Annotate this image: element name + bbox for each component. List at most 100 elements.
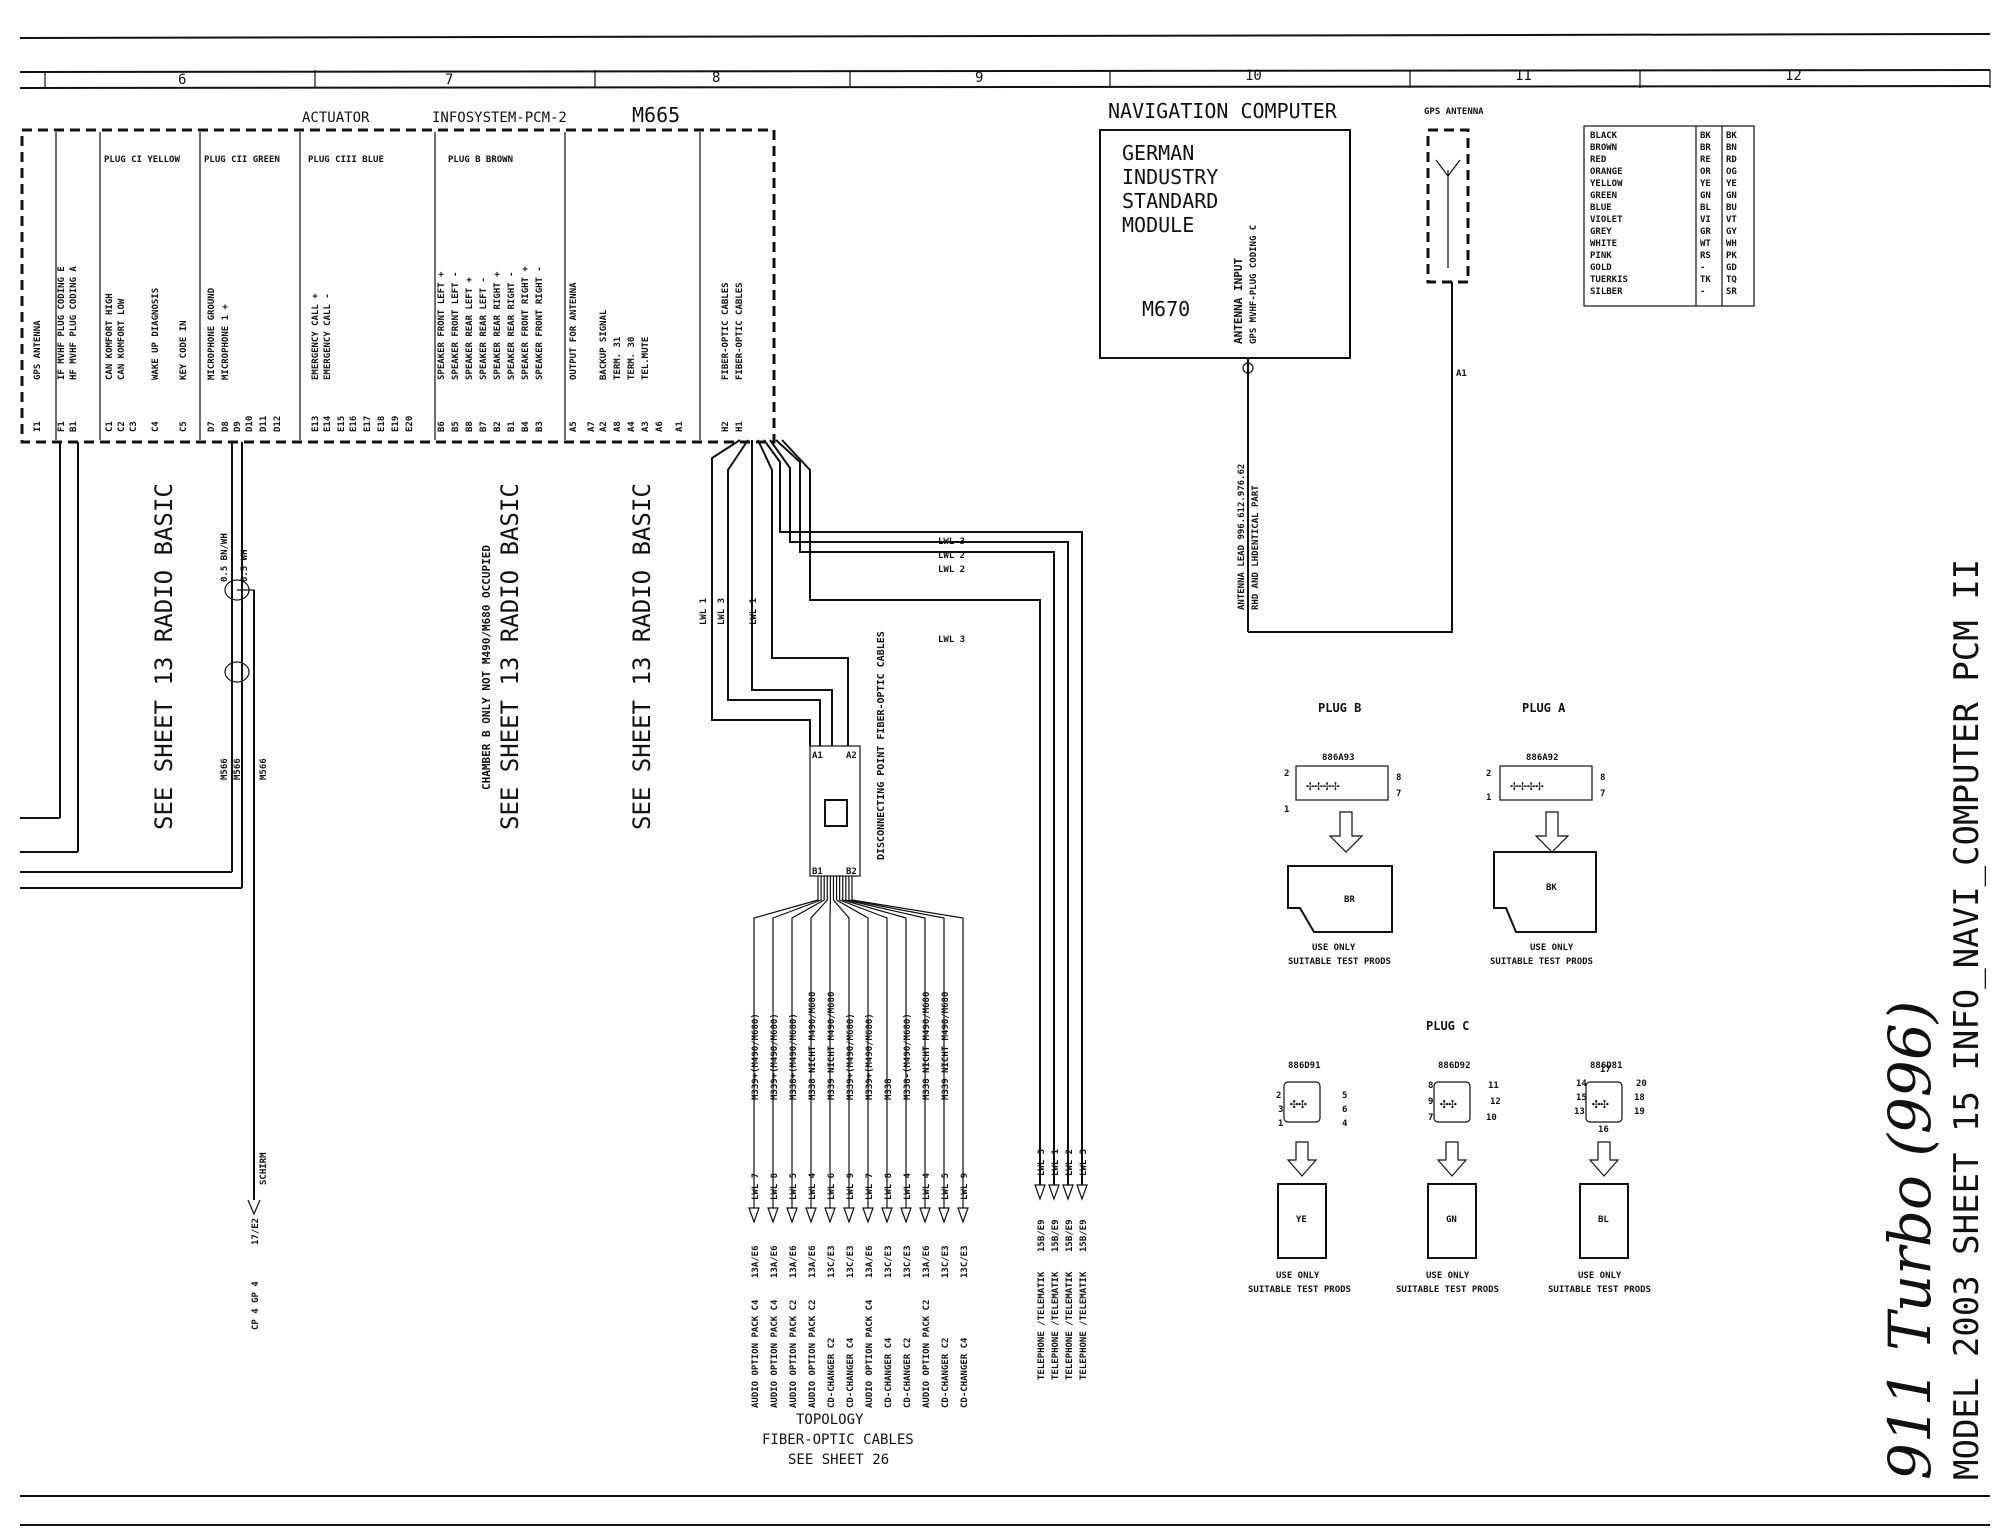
wire-label: M566 bbox=[259, 758, 269, 780]
pin-code: E13 bbox=[311, 416, 321, 432]
fiber-lwl: LWL 7 bbox=[865, 1173, 875, 1200]
fiber-condition: M338 NICHT M490/M680 bbox=[808, 992, 818, 1100]
model-title: MODEL 2003 SHEET 15 INFO_NAVI_COMPUTER P… bbox=[1947, 559, 1987, 1480]
lwl-label: LWL 3 bbox=[717, 598, 727, 625]
pin-code: A6 bbox=[655, 421, 665, 432]
plug-b-note: USE ONLY bbox=[1312, 943, 1356, 953]
legend-cell: BL bbox=[1700, 203, 1711, 213]
pin-code: E18 bbox=[377, 416, 387, 432]
grid-number: 11 bbox=[1515, 68, 1532, 84]
tel-code: 15B/E9 bbox=[1051, 1219, 1061, 1252]
arrow-down-icon bbox=[1286, 1141, 1318, 1177]
plug-c-note: USE ONLY bbox=[1426, 1271, 1470, 1281]
fiber-condition: M339+(M490/M680) bbox=[865, 1013, 875, 1100]
plug-c-note: SUITABLE TEST PRODS bbox=[1548, 1285, 1651, 1295]
fiber-line bbox=[848, 876, 945, 1208]
pin-desc: SPEAKER FRONT LEFT - bbox=[451, 272, 461, 380]
legend-cell: RD bbox=[1726, 155, 1737, 165]
pin-desc: BACKUP SIGNAL bbox=[599, 309, 609, 380]
plug-a-num: 2 bbox=[1486, 769, 1491, 779]
arrow-down-icon bbox=[1534, 811, 1570, 853]
plug-c-num: 12 bbox=[1490, 1097, 1501, 1107]
sheet-frame bbox=[19, 33, 1991, 1526]
mic-dest-code: 17/E2 bbox=[251, 1218, 261, 1245]
connector-marker bbox=[843, 1207, 855, 1224]
fiber-line bbox=[839, 876, 888, 1208]
connector-marker bbox=[919, 1207, 931, 1224]
plug-b-part: 886A93 bbox=[1322, 753, 1355, 763]
plug-b-note: SUITABLE TEST PRODS bbox=[1288, 957, 1391, 967]
pin-code: B4 bbox=[521, 421, 531, 432]
plug-c-note: SUITABLE TEST PRODS bbox=[1248, 1285, 1351, 1295]
tel-lwl: LWL 2 bbox=[1065, 1149, 1075, 1176]
pin-code: B8 bbox=[465, 421, 475, 432]
pcm-module-box bbox=[20, 128, 776, 444]
plug-b-pins: ✢✢✢✢ bbox=[1306, 778, 1340, 794]
wire-label: 0.5 BN/WH bbox=[220, 533, 230, 582]
legend-cell: YE bbox=[1726, 179, 1737, 189]
pin-desc: SPEAKER FRONT RIGHT - bbox=[535, 266, 545, 380]
pin-code: E14 bbox=[323, 415, 333, 432]
pin-desc: KEY CODE IN bbox=[179, 320, 189, 380]
legend-cell: YELLOW bbox=[1590, 179, 1623, 189]
legend-cell: - bbox=[1700, 263, 1705, 273]
plug-c-num: 15 bbox=[1576, 1093, 1587, 1103]
plug-c-num: 18 bbox=[1634, 1093, 1645, 1103]
fiber-fanout bbox=[748, 876, 969, 1224]
pin-code: D7 bbox=[207, 421, 217, 432]
pin-code: A4 bbox=[627, 421, 637, 432]
pin-code: C5 bbox=[179, 421, 189, 432]
pin-desc: GPS ANTENNA bbox=[33, 320, 43, 380]
disconnect-pin: B2 bbox=[846, 867, 857, 877]
plug-a-pins: ✢✢✢✢ bbox=[1510, 778, 1544, 794]
pin-desc: IF MVHF PLUG CODING E bbox=[57, 266, 67, 380]
tel-dest: TELEPHONE /TELEMATIK bbox=[1051, 1271, 1061, 1380]
antenna-lead: ANTENNA LEAD 996.612.976.62 bbox=[1237, 464, 1247, 610]
legend-cell: BK bbox=[1726, 131, 1737, 141]
pin-code: B2 bbox=[493, 421, 503, 432]
nav-m670: M670 bbox=[1142, 297, 1190, 321]
tel-code: 15B/E9 bbox=[1037, 1219, 1047, 1252]
fiber-line bbox=[753, 876, 819, 1208]
fiber-condition: M338-(M490/M680) bbox=[903, 1013, 913, 1100]
plug-c-color: BL bbox=[1598, 1215, 1609, 1225]
tel-dest: TELEPHONE /TELEMATIK bbox=[1037, 1271, 1047, 1380]
fiber-condition: M339+(M490/M680) bbox=[846, 1013, 856, 1100]
plug-c-pins: ✣✣ bbox=[1440, 1096, 1457, 1112]
plug-c-color: GN bbox=[1446, 1215, 1457, 1225]
connector-marker bbox=[786, 1207, 798, 1224]
plug-c-num: 14 bbox=[1576, 1079, 1587, 1089]
chamber-note: CHAMBER B ONLY NOT M490/M680 OCCUPIED bbox=[480, 545, 493, 790]
pin-code: E15 bbox=[337, 416, 347, 432]
pin-code: A3 bbox=[641, 421, 651, 432]
connector-marker bbox=[748, 1207, 760, 1224]
pin-code: E20 bbox=[405, 416, 415, 432]
plug-c-part: 886D81 bbox=[1590, 1061, 1623, 1071]
fiber-lwl: LWL 4 bbox=[903, 1172, 913, 1200]
plug-c-housing bbox=[1427, 1183, 1477, 1259]
disconnect-pin: A2 bbox=[846, 751, 857, 761]
legend-cell: BU bbox=[1726, 203, 1737, 213]
fiber-dest: AUDIO OPTION PACK C4 bbox=[770, 1299, 780, 1408]
fiber-condition: M338 bbox=[884, 1078, 894, 1100]
fiber-dest: CD-CHANGER C2 bbox=[903, 1338, 913, 1408]
fiber-dest: CD-CHANGER C4 bbox=[960, 1337, 970, 1408]
pin-desc: MICROPHONE GROUND bbox=[207, 287, 217, 380]
pin-code: E19 bbox=[391, 416, 401, 432]
pin-code: D11 bbox=[259, 416, 269, 432]
plug-c-face bbox=[1433, 1081, 1471, 1123]
pin-code: H1 bbox=[735, 421, 745, 432]
plug-a-color: BK bbox=[1546, 883, 1557, 893]
pin-code: C2 bbox=[117, 421, 127, 432]
arrow-down-icon bbox=[1588, 1141, 1620, 1177]
grid-number: 10 bbox=[1245, 68, 1262, 84]
legend-cell: PK bbox=[1726, 251, 1737, 261]
gps-antenna-box bbox=[1426, 128, 1470, 284]
plug-ci-label: PLUG CI YELLOW bbox=[104, 155, 180, 165]
fiber-lwl: LWL 9 bbox=[960, 1173, 970, 1200]
see-sheet-note: SEE SHEET 13 RADIO BASIC bbox=[628, 483, 656, 830]
pin-desc: SPEAKER FRONT RIGHT + bbox=[521, 266, 531, 380]
legend-cell: TK bbox=[1700, 275, 1711, 285]
plug-c-part: 886D92 bbox=[1438, 1061, 1471, 1071]
plug-c-housing bbox=[1277, 1183, 1327, 1259]
